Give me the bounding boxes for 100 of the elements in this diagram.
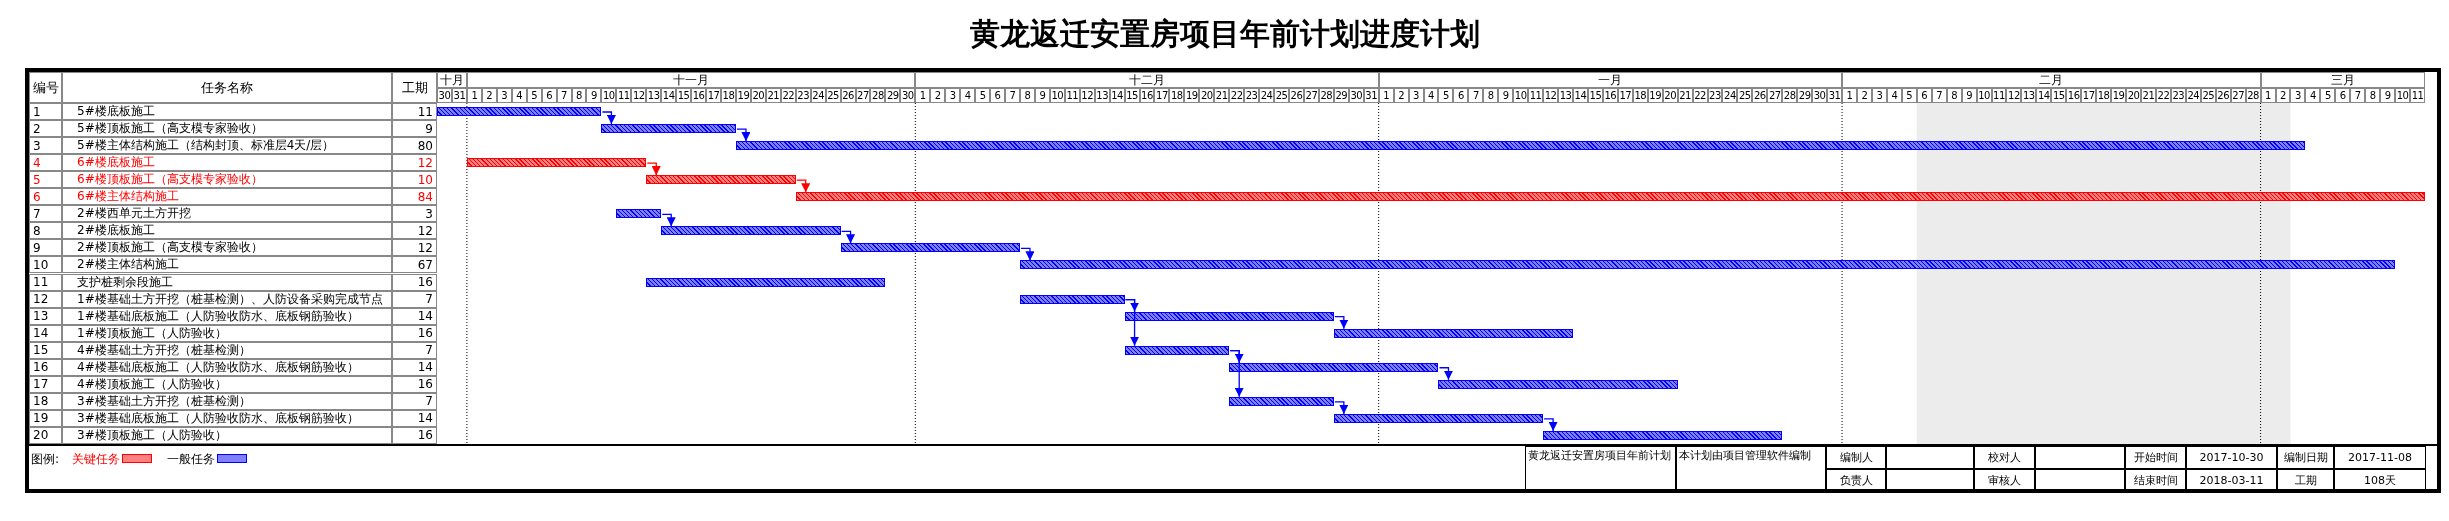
day-label: 20: [2126, 88, 2141, 103]
day-label: 7: [1468, 88, 1484, 103]
dependency-arrow: [840, 230, 856, 245]
task-number: 7: [29, 205, 62, 223]
task-bar: [1543, 430, 1783, 440]
day-label: 23: [1707, 88, 1723, 103]
task-bar: [840, 243, 1020, 253]
day-label: 5: [1438, 88, 1454, 103]
day-label: 14: [661, 88, 677, 103]
task-name: 3#楼顶板施工（人防验收）: [62, 426, 392, 444]
day-label: 25: [1737, 88, 1753, 103]
day-label: 18: [1169, 88, 1185, 103]
task-bar: [437, 107, 602, 116]
task-duration: 16: [392, 273, 437, 291]
day-label: 26: [2215, 88, 2231, 103]
task-number: 17: [29, 375, 62, 393]
task-bar: [466, 158, 647, 168]
day-label: 28: [1318, 88, 1334, 103]
dependency-arrow: [736, 128, 751, 142]
day-label: 31: [1827, 88, 1843, 103]
task-bar: [601, 124, 736, 134]
day-label: 7: [1005, 88, 1020, 103]
day-label: 10: [1976, 88, 1992, 103]
task-bar: [795, 192, 2425, 202]
task-name: 支护桩剩余段施工: [62, 273, 392, 291]
task-duration: 10: [392, 171, 437, 189]
task-number: 19: [29, 409, 62, 427]
day-label: 15: [676, 88, 692, 103]
task-duration: 67: [392, 256, 437, 274]
day-label: 24: [2185, 88, 2201, 103]
day-label: 10: [1513, 88, 1529, 103]
task-duration: 11: [392, 103, 437, 121]
day-label: 6: [1916, 88, 1932, 103]
day-label: 21: [1677, 88, 1693, 103]
task-bar: [1124, 311, 1334, 321]
day-label: 9: [1034, 88, 1050, 103]
day-label: 30: [437, 88, 452, 103]
day-label: 2: [481, 88, 497, 103]
dependency-arrow: [1438, 367, 1453, 381]
day-label: 7: [1931, 88, 1947, 103]
day-label: 10: [601, 88, 617, 103]
day-label: 20: [1199, 88, 1215, 103]
task-bar: [646, 175, 796, 185]
dependency-arrow: [1334, 315, 1349, 330]
footer-cell: 2017-11-08: [2334, 446, 2426, 469]
task-number: 12: [29, 290, 62, 308]
task-name: 1#楼顶板施工（人防验收）: [62, 324, 392, 342]
day-label: 21: [765, 88, 781, 103]
footer-cell: 本计划由项目管理软件编制: [1676, 446, 1826, 492]
footer-cell: 审核人: [1974, 469, 2035, 492]
legend-label: 一般任务: [167, 451, 215, 468]
day-label: 1: [915, 88, 931, 103]
task-name: 3#楼基础土方开挖（桩基检测）: [62, 392, 392, 410]
task-duration: 3: [392, 205, 437, 223]
day-label: 4: [960, 88, 976, 103]
day-label: 11: [1064, 88, 1080, 103]
day-label: 29: [1797, 88, 1813, 103]
footer-cell: 黄龙返迁安置房项目年前计划: [1525, 446, 1676, 492]
day-label: 2: [1393, 88, 1409, 103]
day-label: 18: [2096, 88, 2112, 103]
month-label: 十一月: [466, 72, 916, 88]
task-name: 2#楼主体结构施工: [62, 256, 392, 274]
month-label: 十二月: [915, 72, 1379, 88]
task-name: 2#楼底板施工: [62, 222, 392, 240]
column-header: 工期: [392, 72, 437, 103]
task-bar: [646, 277, 886, 287]
day-label: 25: [825, 88, 841, 103]
day-label: 8: [1019, 88, 1035, 103]
task-name: 6#楼底板施工: [62, 154, 392, 172]
task-duration: 16: [392, 375, 437, 393]
day-label: 30: [1348, 88, 1364, 103]
task-duration: 9: [392, 120, 437, 138]
month-label: 十月: [437, 72, 467, 88]
day-label: 3: [945, 88, 961, 103]
task-number: 4: [29, 154, 62, 172]
task-name: 5#楼底板施工: [62, 103, 392, 121]
day-label: 20: [1662, 88, 1678, 103]
task-number: 10: [29, 256, 62, 274]
day-label: 6: [1453, 88, 1469, 103]
day-label: 29: [1333, 88, 1349, 103]
task-number: 15: [29, 341, 62, 359]
task-duration: 84: [392, 188, 437, 206]
day-label: 5: [975, 88, 991, 103]
task-number: 8: [29, 222, 62, 240]
day-label: 18: [1632, 88, 1648, 103]
day-label: 19: [1184, 88, 1200, 103]
footer-cell: 结束时间: [2125, 469, 2186, 492]
legend-title: 图例:: [31, 451, 60, 468]
task-number: 13: [29, 307, 62, 325]
day-label: 14: [1109, 88, 1125, 103]
task-bar: [1229, 362, 1439, 372]
task-duration: 12: [392, 239, 437, 257]
day-label: 21: [2141, 88, 2156, 103]
dependency-arrow: [1229, 350, 1244, 398]
day-label: 4: [511, 88, 527, 103]
task-name: 3#楼基础底板施工（人防验收防水、底板钢筋验收）: [62, 409, 392, 427]
day-label: 15: [1587, 88, 1603, 103]
day-label: 17: [706, 88, 721, 103]
day-label: 22: [780, 88, 796, 103]
day-label: 27: [2230, 88, 2246, 103]
